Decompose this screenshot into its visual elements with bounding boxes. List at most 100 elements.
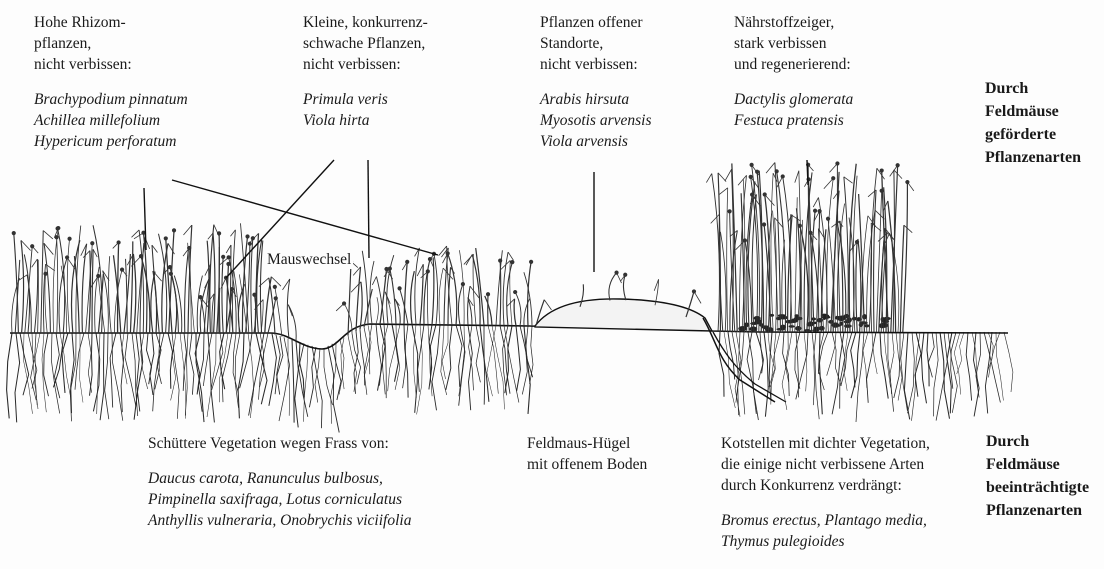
flower-head xyxy=(692,290,695,293)
mid-stem xyxy=(411,271,415,324)
flower-head xyxy=(880,169,883,172)
tall-stem xyxy=(152,245,159,333)
flower-head xyxy=(749,175,752,178)
heading-line: nicht verbissen: xyxy=(34,54,188,75)
tall-stem xyxy=(24,254,29,333)
flower-head xyxy=(743,239,746,242)
root xyxy=(360,329,365,385)
dense-stem xyxy=(712,174,720,332)
root xyxy=(309,347,316,407)
root xyxy=(989,332,1001,377)
mid-stem xyxy=(524,299,530,326)
root xyxy=(112,333,123,421)
flower-head xyxy=(756,170,759,173)
root xyxy=(240,333,252,388)
mid-stem xyxy=(390,269,396,325)
flower-head xyxy=(514,290,517,293)
root xyxy=(147,333,152,384)
group-heading: Schüttere Vegetation wegen Frass von: xyxy=(148,433,411,454)
root xyxy=(190,333,194,395)
root xyxy=(32,333,38,409)
root xyxy=(1004,332,1013,392)
leaf xyxy=(904,225,912,233)
root xyxy=(996,332,1003,401)
heading-line: schwache Pflanzen, xyxy=(303,33,428,54)
species-list: Dactylis glomerata Festuca pratensis xyxy=(734,89,853,131)
leaf xyxy=(439,246,447,256)
heading-line: Kleine, konkurrenz- xyxy=(303,12,428,33)
root xyxy=(851,332,856,387)
leaf xyxy=(766,163,775,174)
species-name: Anthyllis vulneraria, Onobrychis viciifo… xyxy=(148,510,411,531)
species-list: Daucus carota, Ranunculus bulbosus, Pimp… xyxy=(148,468,411,531)
root xyxy=(93,333,99,411)
leaf xyxy=(226,245,231,253)
root xyxy=(100,333,104,420)
group-sparse-vegetation: Schüttere Vegetation wegen Frass von: Da… xyxy=(148,433,411,531)
flower-head xyxy=(342,302,345,305)
mid-stem xyxy=(510,260,512,325)
flower-head xyxy=(781,175,784,178)
tall-stem xyxy=(133,254,135,333)
dropping xyxy=(795,326,801,331)
category-line: Feldmäuse xyxy=(986,453,1089,476)
dropping xyxy=(812,329,818,332)
species-name: Pimpinella saxifraga, Lotus corniculatus xyxy=(148,489,411,510)
group-heading: Kleine, konkurrenz- schwache Pflanzen, n… xyxy=(303,12,428,75)
mid-stem xyxy=(434,254,438,325)
dense-stem xyxy=(727,188,728,332)
root xyxy=(15,333,20,422)
leaf xyxy=(32,259,38,267)
root xyxy=(927,332,929,386)
species-name: Thymus pulegioides xyxy=(721,531,930,552)
root xyxy=(44,333,49,396)
flower-head xyxy=(97,274,100,277)
leaf xyxy=(508,252,513,260)
heading-line: Feldmaus-Hügel xyxy=(527,433,647,454)
tall-stem xyxy=(109,256,112,333)
mid-stem xyxy=(360,282,362,329)
mid-stem xyxy=(458,284,462,325)
leaf xyxy=(844,177,853,183)
mid-stem xyxy=(515,292,521,326)
category-line: Feldmäuse xyxy=(985,100,1081,123)
dropping xyxy=(859,323,863,327)
mid-stem xyxy=(424,259,430,325)
flower-head xyxy=(728,210,731,213)
dense-stem xyxy=(856,242,857,332)
root xyxy=(295,341,299,427)
mid-stem xyxy=(514,299,516,326)
root xyxy=(212,333,223,390)
root xyxy=(764,332,768,417)
leaf xyxy=(83,251,90,258)
flower-head xyxy=(486,293,489,296)
leaf xyxy=(795,171,799,183)
heading-line: die einige nicht verbissene Arten xyxy=(721,454,930,475)
flower-head xyxy=(142,231,145,234)
flower-head xyxy=(222,255,225,258)
mound-stem xyxy=(623,275,626,300)
root xyxy=(222,333,232,402)
mid-stem xyxy=(427,271,428,324)
species-name: Daucus carota, Ranunculus bulbosus, xyxy=(148,468,411,489)
root xyxy=(276,335,280,395)
species-list: Bromus erectus, Plantago media, Thymus p… xyxy=(721,510,930,552)
flower-head xyxy=(55,236,58,239)
root xyxy=(769,332,772,401)
flower-head xyxy=(446,252,449,255)
root xyxy=(747,332,756,414)
root xyxy=(867,332,876,403)
root xyxy=(827,332,836,376)
tall-stem xyxy=(34,259,37,333)
category-line: Durch xyxy=(985,77,1081,100)
flower-head xyxy=(139,255,142,258)
flower-head xyxy=(172,229,175,232)
flower-head xyxy=(227,256,230,259)
root xyxy=(288,339,290,416)
flower-head xyxy=(813,209,816,212)
flower-head xyxy=(248,242,251,245)
path-label: Mauswechsel xyxy=(265,251,353,269)
flower-head xyxy=(120,268,123,271)
leaf xyxy=(183,225,191,235)
species-name: Viola arvensis xyxy=(540,131,652,152)
